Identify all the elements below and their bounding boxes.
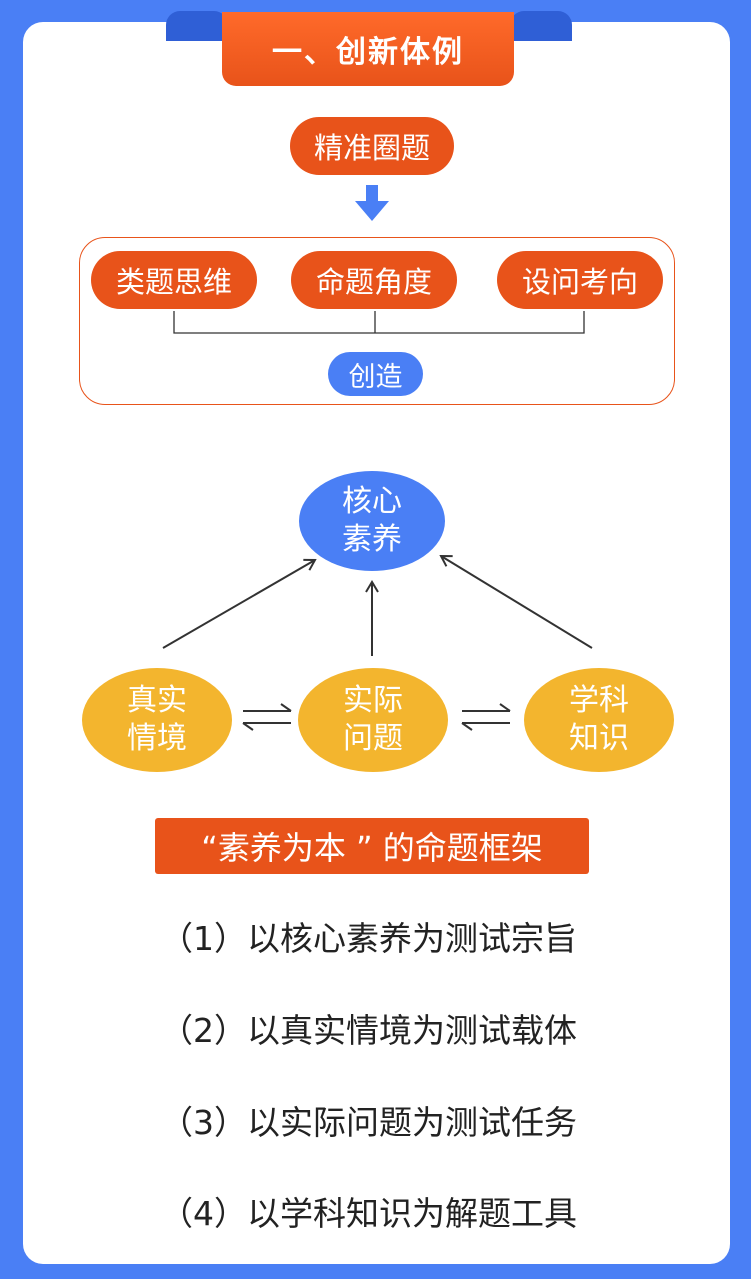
section-header: 一、创新体例 (222, 12, 514, 86)
down-arrow-shaft (366, 185, 378, 203)
framework-title: “素养为本 ” 的命题框架 (155, 818, 589, 874)
bidirectional-arrow-right (461, 703, 511, 731)
arrow-right-to-core (439, 554, 593, 649)
node-line1: 学科 (569, 683, 629, 718)
principle-item-2: （2）以真实情境为测试载体 (160, 1011, 577, 1050)
header-tab-right-ear (510, 11, 572, 41)
framework-frame (79, 237, 675, 405)
node-line1: 真实 (127, 683, 187, 718)
node-line2: 问题 (343, 721, 403, 756)
node-line2: 知识 (569, 721, 629, 756)
node-line1: 实际 (343, 683, 403, 718)
bracket-line (173, 311, 585, 334)
principle-item-4: （4）以学科知识为解题工具 (160, 1194, 577, 1233)
box-question-angle: 命题角度 (291, 251, 457, 309)
top-node-precise-selection: 精准圈题 (290, 117, 454, 175)
header-tab-left-ear (166, 11, 228, 41)
box-category-thinking: 类题思维 (91, 251, 257, 309)
node-line2: 情境 (127, 721, 187, 756)
core-literacy-node: 核心素养 (299, 471, 445, 571)
principle-item-3: （3）以实际问题为测试任务 (160, 1103, 577, 1142)
core-node-line2: 素养 (342, 522, 402, 557)
principle-item-1: （1）以核心素养为测试宗旨 (160, 919, 577, 958)
box-question-direction: 设问考向 (497, 251, 663, 309)
content-card (23, 22, 730, 1264)
node-subject-knowledge: 学科知识 (524, 668, 674, 772)
down-arrow-head (355, 201, 389, 221)
create-label: 创造 (328, 352, 423, 396)
node-real-context: 真实情境 (82, 668, 232, 772)
bidirectional-arrow-left (242, 703, 292, 731)
core-node-line1: 核心 (342, 484, 402, 519)
node-actual-problem: 实际问题 (298, 668, 448, 772)
arrow-left-to-core (162, 558, 317, 649)
